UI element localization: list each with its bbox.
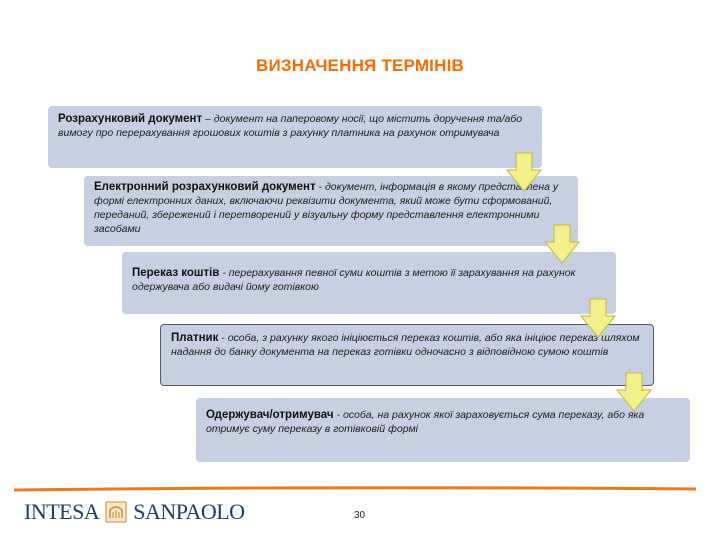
footer-divider — [14, 486, 696, 492]
term-label: Одержувач/отримувач — [206, 409, 334, 421]
down-arrow-icon — [616, 372, 652, 412]
down-arrow-icon — [580, 298, 616, 338]
term-separator: - — [219, 267, 229, 279]
term-separator: - — [333, 409, 343, 421]
term-separator: – — [202, 113, 214, 125]
slide-title: ВИЗНАЧЕННЯ ТЕРМІНІВ — [256, 56, 464, 75]
term-definition: особа, з рахунку якого ініціюється перек… — [171, 332, 640, 358]
logo-word-left: INTESA — [24, 499, 100, 524]
term-label: Переказ коштів — [132, 267, 220, 279]
down-arrow-icon — [544, 224, 580, 264]
down-arrow-icon — [506, 152, 542, 192]
term-definition: особа, на рахунок якої зараховується сум… — [206, 409, 645, 435]
term-label: Розрахунковий документ — [58, 113, 203, 125]
term-definition: документ, інформація в якому представлен… — [94, 181, 559, 235]
term-card-recipient: Одержувач/отримувач - особа, на рахунок … — [196, 398, 690, 462]
term-separator: - — [218, 332, 228, 344]
term-card-payer: Платник - особа, з рахунку якого ініціює… — [160, 324, 654, 386]
logo-emblem-icon — [105, 501, 127, 523]
logo-word-right: SANPAOLO — [133, 499, 245, 524]
term-label: Електронний розрахунковий документ — [94, 181, 316, 193]
term-card-electronic-document: Електронний розрахунковий документ - док… — [84, 176, 578, 246]
term-definition: перерахування певної суми коштів з метою… — [132, 267, 576, 293]
term-card-funds-transfer: Переказ коштів - перерахування певної су… — [122, 252, 616, 314]
term-definition: документ на паперовому носії, що містить… — [58, 113, 523, 139]
intesa-sanpaolo-logo: INTESA SANPAOLO — [24, 499, 245, 525]
term-separator: - — [315, 181, 325, 193]
term-card-payment-document: Розрахунковий документ – документ на пап… — [48, 106, 542, 168]
page-number: 30 — [354, 510, 366, 521]
term-label: Платник — [171, 332, 219, 344]
